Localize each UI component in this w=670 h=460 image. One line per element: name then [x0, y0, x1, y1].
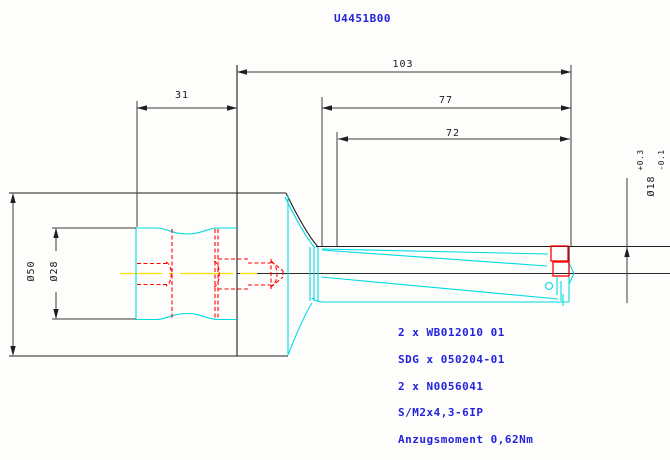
tool-holder-outline-black [9, 65, 670, 357]
note-line: S/M2x4,3-6IP [398, 406, 484, 420]
hidden-lines-red [137, 229, 284, 319]
dia-18-tolerance-minus: -0.1 [657, 149, 666, 170]
insert-tip-red [550, 245, 570, 277]
dimension-lines [12, 65, 628, 354]
dia-18-tolerance-plus: +0.3 [636, 149, 645, 170]
parts-list: 2 x WB012010 01 SDG x 050204-01 2 x N005… [398, 320, 533, 454]
dimension-arrows [10, 69, 630, 356]
note-line: 2 x N0056041 [398, 379, 484, 393]
dia-28-label: Ø28 [48, 260, 60, 281]
dim-103-label: 103 [392, 59, 413, 70]
dim-31-label: 31 [175, 90, 189, 101]
note-line: SDG x 050204-01 [398, 352, 505, 366]
tool-body-outline-cyan [135, 195, 575, 356]
note-line: Anzugsmoment 0,62Nm [398, 433, 534, 447]
dia-18-label: Ø18 [645, 175, 657, 196]
dim-77-label: 77 [439, 95, 453, 106]
note-line: 2 x WB012010 01 [398, 326, 505, 339]
drawing-title: U4451B00 [334, 12, 391, 25]
dia-50-label: Ø50 [25, 260, 37, 281]
dim-72-label: 72 [446, 128, 460, 139]
